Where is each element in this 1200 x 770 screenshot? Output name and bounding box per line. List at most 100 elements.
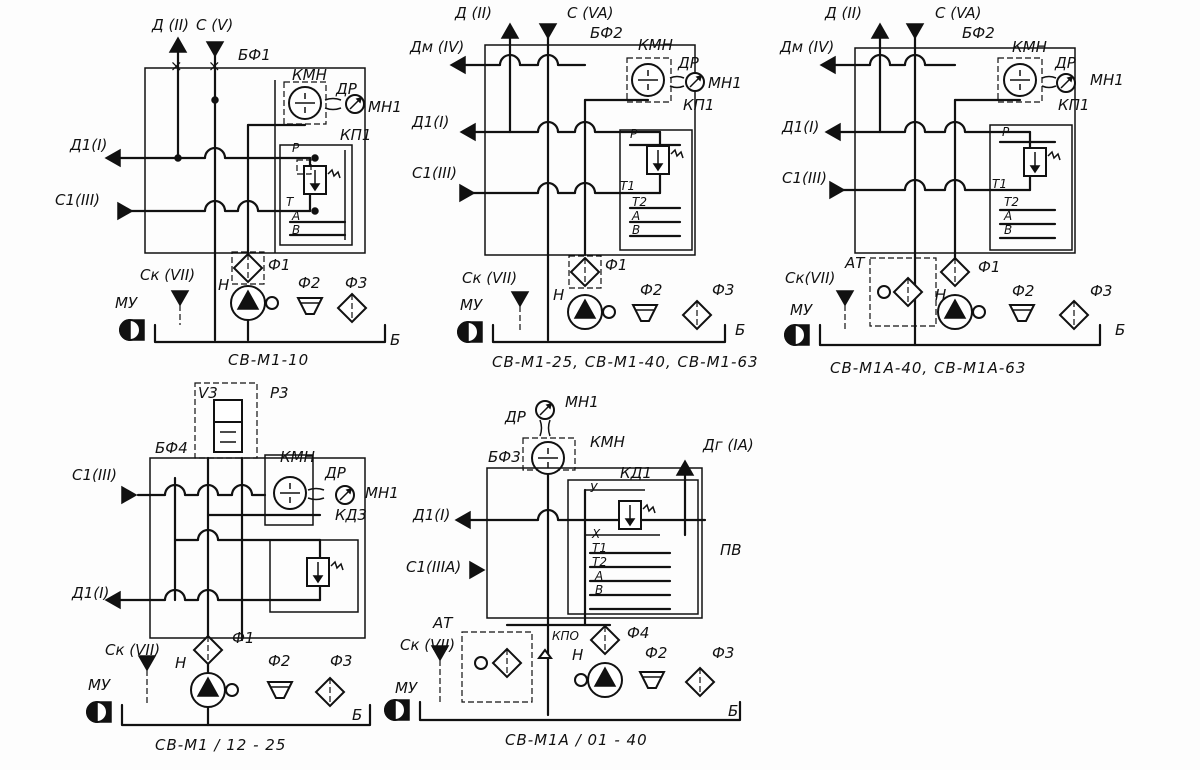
label-d3-at: АТ xyxy=(844,254,866,272)
label-d5-f4: Ф4 xyxy=(627,624,649,642)
label-d2-t2: Т2 xyxy=(632,195,647,209)
label-d5-block: БФ3 xyxy=(488,448,521,466)
diagram-sv-m1a-40 xyxy=(784,23,1102,347)
label-d1-mn: МН1 xyxy=(368,98,402,116)
label-d3-block: БФ2 xyxy=(962,24,995,42)
label-d1-p: Р xyxy=(292,141,300,155)
caption-d5: СВ-М1А / 01 - 40 xyxy=(505,731,648,749)
label-d5-b: Б xyxy=(728,702,738,720)
label-d2-c: С (VA) xyxy=(567,4,613,22)
label-d3-kp: КП1 xyxy=(1058,96,1089,114)
label-d5-c1: С1(IIIА) xyxy=(406,558,461,576)
diagram-sv-m1-25 xyxy=(450,23,727,344)
label-d1-kmn: КМН xyxy=(292,66,327,84)
label-d4-f1: Ф1 xyxy=(232,629,254,647)
label-d3-mn: МН1 xyxy=(1090,71,1124,89)
label-d4-b: Б xyxy=(352,706,362,724)
label-d2-f2: Ф2 xyxy=(640,281,662,299)
caption-d1: СВ-М1-10 xyxy=(228,351,309,369)
label-d2-dr: ДР xyxy=(677,54,700,72)
label-d5-at: АТ xyxy=(432,614,454,632)
label-d1-c1: С1(III) xyxy=(55,191,100,209)
label-d2-f1: Ф1 xyxy=(605,256,627,274)
label-d2-b: Б xyxy=(735,321,745,339)
label-d2-mn: МН1 xyxy=(708,74,742,92)
label-d5-a: А xyxy=(594,569,603,583)
label-d5-pv: ПВ xyxy=(720,541,742,559)
label-d5-mu: МУ xyxy=(395,679,418,697)
label-d2-bb: В xyxy=(632,223,640,237)
label-d5-f2: Ф2 xyxy=(645,644,667,662)
label-d4-f3: Ф3 xyxy=(330,652,352,670)
caption-d3: СВ-М1А-40, СВ-М1А-63 xyxy=(830,359,1026,377)
label-d5-dr: ДР xyxy=(504,408,527,426)
label-d3-d: Д (II) xyxy=(824,4,862,22)
label-d2-d: Д (II) xyxy=(454,4,492,22)
label-d4-p3: Р3 xyxy=(270,384,289,402)
label-d1-f3: Ф3 xyxy=(345,274,367,292)
label-d5-y: У xyxy=(590,481,598,495)
label-d3-p: Р xyxy=(1002,125,1010,139)
label-d2-kp: КП1 xyxy=(683,96,714,114)
label-d3-t2: Т2 xyxy=(1004,195,1019,209)
label-d3-c: С (VA) xyxy=(935,4,981,22)
label-d3-t1: Т1 xyxy=(992,177,1007,191)
label-d4-c1: С1(III) xyxy=(72,466,117,484)
label-d4-mn: МН1 xyxy=(365,484,399,502)
label-d5-t1: Т1 xyxy=(592,541,607,555)
diagram-sv-m1a-01-40 xyxy=(384,400,742,722)
label-d1-b: Б xyxy=(390,331,400,349)
label-d4-ck: Ск (VII) xyxy=(105,641,160,659)
label-d5-t2: Т2 xyxy=(592,555,607,569)
label-d3-c1: С1(III) xyxy=(782,169,827,187)
label-d3-mu: МУ xyxy=(790,301,813,319)
label-d4-n: Н xyxy=(175,654,186,672)
label-d1-kp: КП1 xyxy=(340,126,371,144)
label-d2-kmn: КМН xyxy=(638,36,673,54)
label-d5-n: Н xyxy=(572,646,583,664)
label-d1-n: Н xyxy=(218,276,229,294)
label-d5-bb: В xyxy=(595,583,603,597)
label-d2-t1: Т1 xyxy=(620,179,635,193)
label-d3-b: Б xyxy=(1115,321,1125,339)
label-d4-v3: V3 xyxy=(198,384,218,402)
label-d5-d1: Д1(I) xyxy=(412,506,450,524)
label-d4-kd: КД3 xyxy=(335,506,367,524)
label-d2-c1: С1(III) xyxy=(412,164,457,182)
label-d2-block: БФ2 xyxy=(590,24,623,42)
label-d3-ck: Ск(VII) xyxy=(785,269,835,287)
label-d4-kmn: КМН xyxy=(280,448,315,466)
label-d4-d1: Д1(I) xyxy=(71,584,109,602)
diagram-sv-m1-10: × × xyxy=(105,37,387,344)
label-d4-dr: ДР xyxy=(324,464,347,482)
caption-d2: СВ-М1-25, СВ-М1-40, СВ-М1-63 xyxy=(492,353,759,371)
label-d5-mn: МН1 xyxy=(565,393,599,411)
label-d3-n: Н xyxy=(935,286,946,304)
label-d3-kmn: КМН xyxy=(1012,38,1047,56)
label-d1-f2: Ф2 xyxy=(298,274,320,292)
label-d4-mu: МУ xyxy=(88,676,111,694)
label-d2-a: А xyxy=(631,209,640,223)
label-d1-t: Т xyxy=(286,195,295,209)
svg-text:×: × xyxy=(208,57,221,75)
label-d1-d1: Д1(I) xyxy=(69,136,107,154)
label-d4-f2: Ф2 xyxy=(268,652,290,670)
label-d3-dr: ДР xyxy=(1054,54,1077,72)
label-d5-f3: Ф3 xyxy=(712,644,734,662)
label-d3-bb: В xyxy=(1004,223,1012,237)
label-d2-ck: Ск (VII) xyxy=(462,269,517,287)
label-d3-f3: Ф3 xyxy=(1090,282,1112,300)
label-d1-bb: В xyxy=(292,223,300,237)
label-d1-block: БФ1 xyxy=(238,46,271,64)
label-d2-n: Н xyxy=(553,286,564,304)
label-d1-f1: Ф1 xyxy=(268,256,290,274)
label-d5-kmn: КМН xyxy=(590,433,625,451)
label-d1-mu: МУ xyxy=(115,294,138,312)
label-d3-f1: Ф1 xyxy=(978,258,1000,276)
label-d1-c: С (V) xyxy=(196,16,233,34)
svg-text:×: × xyxy=(170,57,183,75)
label-d5-kpo: КПО xyxy=(552,629,579,643)
label-d5-ck: Ск (VII) xyxy=(400,636,455,654)
